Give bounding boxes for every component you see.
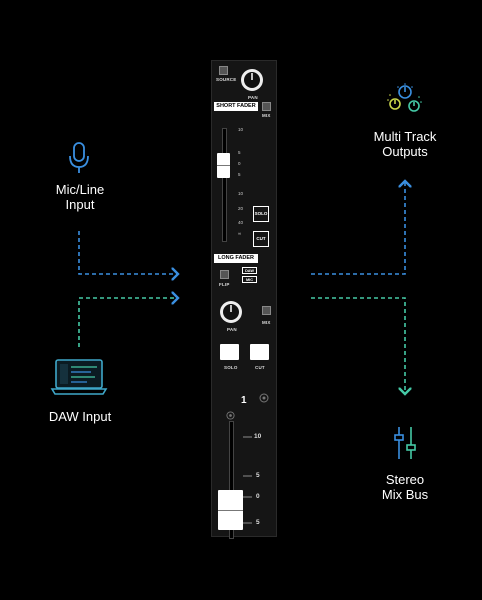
flip-label: FLIP bbox=[219, 282, 230, 287]
daw-to-strip-arrow bbox=[78, 298, 178, 347]
mix-button-bottom[interactable] bbox=[262, 306, 271, 315]
solo-label-short: SOLO bbox=[254, 211, 268, 216]
strip-to-multitrack-arrow bbox=[311, 181, 405, 275]
mix-button-top[interactable] bbox=[262, 102, 271, 111]
mic-indicator[interactable]: MIC bbox=[242, 276, 257, 283]
stereo-mix-bus-label: Stereo Mix Bus bbox=[381, 472, 429, 502]
pan-label-bottom: PAN bbox=[227, 327, 237, 332]
mix-label-bottom: MIX bbox=[262, 320, 271, 325]
source-button[interactable] bbox=[219, 66, 228, 75]
long-scale-5a: 5 bbox=[256, 472, 260, 479]
long-fader-slot bbox=[229, 421, 234, 539]
daw-input-label: DAW Input bbox=[48, 409, 112, 424]
scale-mark: 10 bbox=[238, 127, 244, 132]
scale-mark: 0 bbox=[238, 161, 241, 166]
long-fader-cap-line bbox=[218, 510, 243, 511]
solo-label-bottom: SOLO bbox=[224, 365, 238, 370]
scale-mark: 20 bbox=[238, 206, 244, 211]
long-scale-5b: 5 bbox=[256, 519, 260, 526]
scale-mark: 40 bbox=[238, 220, 244, 225]
microphone-icon bbox=[69, 142, 89, 173]
strip-to-stereo-arrow bbox=[311, 297, 405, 394]
solo-button-short[interactable]: SOLO bbox=[253, 206, 269, 222]
cut-label-bottom: CUT bbox=[255, 365, 265, 370]
long-scale-0: 0 bbox=[256, 493, 260, 500]
mix-label-top: MIX bbox=[262, 113, 271, 118]
short-fader-cap-line bbox=[217, 165, 230, 166]
long-scale-10: 10 bbox=[254, 433, 262, 440]
short-fader-header: SHORT FADER bbox=[214, 102, 258, 111]
stereo-faders-icon bbox=[394, 427, 416, 459]
mic-to-strip-arrow bbox=[78, 231, 178, 274]
cut-button-short[interactable]: CUT bbox=[253, 231, 269, 247]
daw-indicator-label: DAW bbox=[245, 269, 254, 273]
short-fader-slot bbox=[222, 128, 227, 242]
multitrack-knobs-icon bbox=[387, 83, 422, 112]
pan-knob-bottom[interactable] bbox=[218, 299, 244, 325]
pan-label-top: PAN bbox=[248, 95, 258, 100]
scale-mark: 5 bbox=[238, 150, 241, 155]
scale-mark: ∞ bbox=[238, 231, 242, 236]
flip-button[interactable] bbox=[220, 270, 229, 279]
scale-mark: 10 bbox=[238, 191, 244, 196]
laptop-icon bbox=[50, 359, 108, 395]
multi-track-outputs-label: Multi Track Outputs bbox=[373, 129, 437, 159]
meter-icon bbox=[226, 411, 235, 420]
cut-label-short: CUT bbox=[256, 236, 266, 241]
scale-mark: 5 bbox=[238, 172, 241, 177]
mic-line-input-label: Mic/Line Input bbox=[55, 182, 105, 212]
channel-number: 1 bbox=[241, 395, 247, 406]
mic-indicator-label: MIC bbox=[246, 278, 253, 282]
daw-indicator[interactable]: DAW bbox=[242, 267, 257, 274]
solo-button-bottom[interactable] bbox=[220, 344, 239, 360]
long-fader-header: LONG FADER bbox=[214, 254, 258, 263]
long-scale-ticks bbox=[243, 436, 252, 524]
pan-knob-top[interactable] bbox=[239, 67, 265, 93]
record-icon bbox=[259, 393, 269, 403]
source-label: SOURCE bbox=[216, 77, 237, 82]
cut-button-bottom[interactable] bbox=[250, 344, 269, 360]
